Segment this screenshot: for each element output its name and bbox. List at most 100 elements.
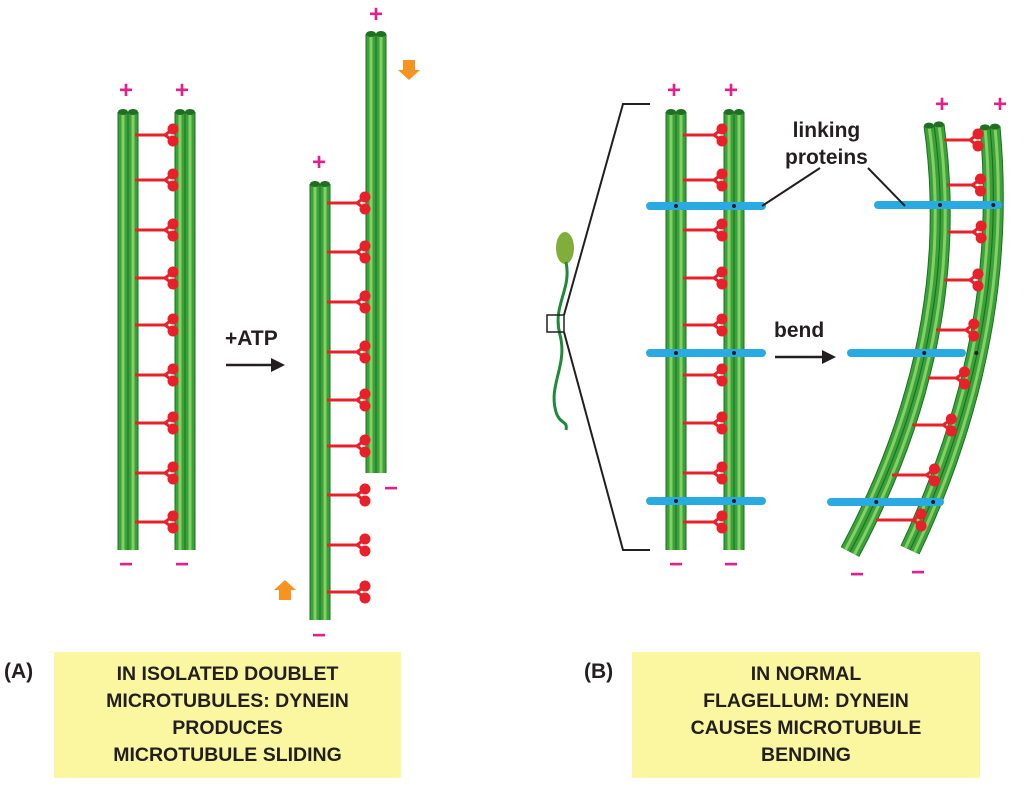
dynein-head	[359, 340, 371, 352]
dynein-head	[359, 191, 371, 203]
panel-a-caption-line: PRODUCES	[172, 717, 283, 739]
dynein-arm-free	[327, 483, 371, 507]
dynein-head	[945, 425, 957, 437]
dynein-arm	[135, 123, 179, 147]
dynein-head	[958, 378, 970, 390]
zoom-bracket	[563, 103, 650, 316]
dynein-head	[359, 252, 371, 264]
panel-b-caption: IN NORMAL FLAGELLUM: DYNEIN CAUSES MICRO…	[632, 652, 980, 778]
dynein-arm-bent	[876, 508, 927, 532]
dynein-head	[716, 411, 728, 423]
minus-end: −	[669, 551, 683, 578]
dynein-arm-bent	[944, 128, 984, 152]
dynein-head	[958, 366, 970, 378]
dynein-arm	[327, 388, 371, 412]
dynein-head	[972, 280, 984, 292]
dynein-arm	[683, 266, 728, 290]
dynein-head	[716, 168, 728, 180]
callout-line: linking	[792, 119, 861, 142]
dynein-head	[167, 180, 179, 192]
dynein-arm	[683, 363, 728, 387]
dynein-head	[167, 230, 179, 242]
zoom-bracket	[563, 331, 650, 551]
dynein-arm	[135, 461, 179, 485]
dynein-arm-bent	[944, 268, 984, 292]
panel-a-caption-line: MICROTUBULES: DYNEIN	[106, 690, 349, 712]
dynein-arm	[683, 411, 728, 435]
dynein-head	[359, 240, 371, 252]
dynein-head	[972, 140, 984, 152]
link-point	[922, 351, 927, 355]
dynein-head	[945, 413, 957, 425]
dynein-head	[359, 545, 371, 557]
panel-b-caption-line: BENDING	[761, 744, 851, 766]
dynein-head	[359, 592, 371, 604]
callout-line	[867, 167, 906, 207]
dynein-head	[716, 313, 728, 325]
dynein-head	[167, 510, 179, 522]
dynein-head	[968, 318, 980, 330]
dynein-arm	[135, 218, 179, 242]
dynein-arm	[327, 340, 371, 364]
dynein-head	[975, 232, 987, 244]
panel-a-left-doublet-cap	[118, 109, 128, 115]
dynein-arm	[135, 313, 179, 337]
bend-arrow-head	[822, 350, 836, 364]
panel-a-caption-line: IN ISOLATED DOUBLET	[116, 663, 339, 685]
plus-end: +	[312, 149, 326, 176]
dynein-head	[716, 363, 728, 375]
dynein-head	[716, 375, 728, 387]
dynein-head	[167, 522, 179, 534]
link-point	[974, 351, 979, 355]
dynein-head	[716, 325, 728, 337]
dynein-head	[167, 325, 179, 337]
dynein-head	[359, 446, 371, 458]
panel-a-right-doublet-cap	[185, 109, 195, 115]
dynein-head	[975, 185, 986, 197]
link-point	[874, 500, 879, 504]
dynein-head	[716, 180, 728, 192]
panel-b-caption-line: FLAGELLUM: DYNEIN	[703, 690, 909, 712]
dynein-head	[359, 580, 371, 592]
link-point	[732, 351, 736, 355]
callout-line	[761, 167, 821, 207]
panel-b-bent-left-doublet-strand-b-highlight	[844, 125, 937, 551]
dynein-arm-free	[327, 580, 371, 604]
dynein-arm	[327, 240, 371, 264]
dynein-head	[167, 135, 179, 147]
dynein-arm-bent	[936, 318, 980, 342]
dynein-arm-free	[327, 533, 371, 557]
dynein-head	[928, 463, 940, 475]
dynein-head	[716, 218, 728, 230]
plus-end: +	[935, 91, 949, 118]
dynein-arm	[683, 510, 728, 534]
dynein-arm	[327, 434, 371, 458]
dynein-head	[972, 128, 984, 140]
dynein-head	[167, 423, 179, 435]
down-movement-arrow	[274, 580, 296, 600]
dynein-arm	[135, 363, 179, 387]
minus-end: −	[911, 559, 925, 586]
dynein-arm-bent	[947, 173, 986, 197]
flagellum-tail	[552, 261, 569, 431]
dynein-head	[716, 230, 728, 242]
panel-b-bent-right-doublet-cap	[989, 123, 1000, 130]
plus-end: +	[724, 77, 738, 104]
dynein-head	[972, 268, 984, 280]
panel-a-left-doublet-cap	[128, 109, 138, 115]
plus-end: +	[369, 1, 383, 28]
link-point	[938, 203, 942, 207]
dynein-arm-bent	[948, 220, 987, 244]
dynein-arm	[135, 510, 179, 534]
dynein-head	[716, 423, 728, 435]
dynein-arm	[683, 123, 728, 147]
linking-proteins-callout: linking proteins	[785, 117, 868, 171]
dynein-head	[167, 266, 179, 278]
dynein-arm	[683, 461, 728, 485]
panel-a-slid-left-doublet-cap	[320, 181, 330, 187]
zoom-box	[546, 314, 565, 333]
callout-line: proteins	[785, 146, 868, 169]
dynein-head	[915, 520, 927, 532]
